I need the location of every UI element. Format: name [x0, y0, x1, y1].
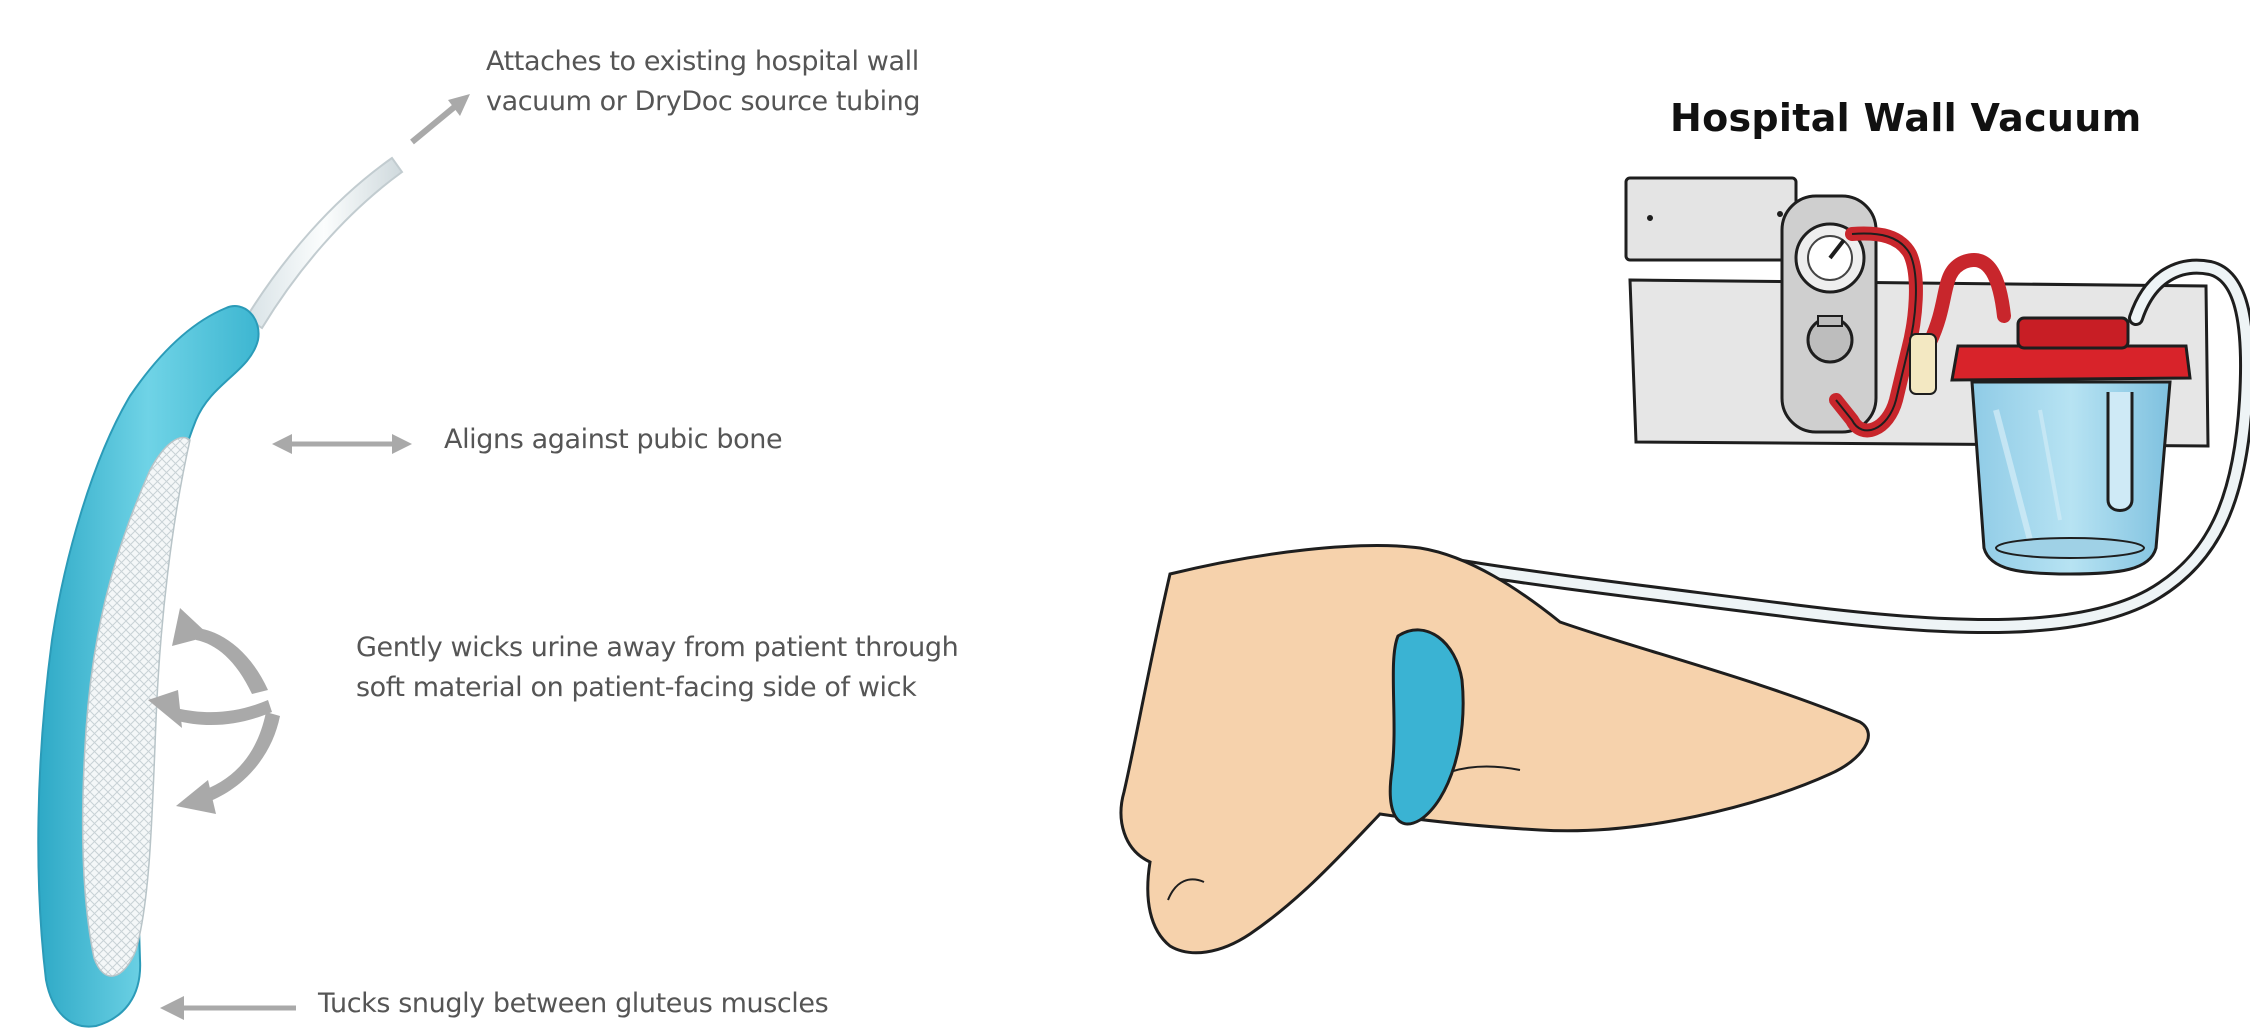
callout-attach-line-2: vacuum or DryDoc source tubing [486, 82, 920, 122]
callout-attach: Attaches to existing hospital wall vacuu… [486, 42, 920, 122]
single-arrow-icon [160, 996, 296, 1020]
wall-vacuum-illustration [1121, 178, 2247, 953]
canister-lid [1952, 346, 2190, 380]
inline-filter [1910, 334, 1936, 394]
suction-canister [1972, 382, 2170, 574]
single-arrow-icon [412, 94, 470, 142]
callout-wick-line-1: Gently wicks urine away from patient thr… [356, 628, 958, 668]
vacuum-title: Hospital Wall Vacuum [1670, 96, 2142, 140]
callout-align: Aligns against pubic bone [444, 420, 782, 460]
curved-arrow-icon [148, 608, 280, 814]
callout-wick: Gently wicks urine away from patient thr… [356, 628, 958, 708]
callout-attach-line-1: Attaches to existing hospital wall [486, 42, 920, 82]
callout-align-line-1: Aligns against pubic bone [444, 420, 782, 460]
wick-device [38, 158, 402, 1027]
callout-tuck: Tucks snugly between gluteus muscles [318, 984, 828, 1024]
callout-wick-line-2: soft material on patient-facing side of … [356, 668, 958, 708]
double-arrow-icon [272, 434, 412, 454]
clear-tubing [246, 158, 402, 328]
callout-tuck-line-1: Tucks snugly between gluteus muscles [318, 984, 828, 1024]
